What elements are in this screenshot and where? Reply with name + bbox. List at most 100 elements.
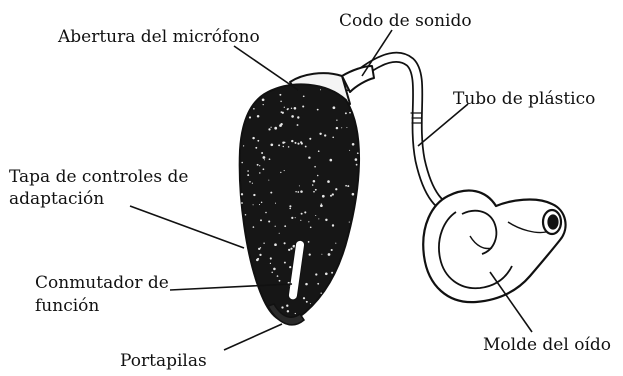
speckle-dot <box>341 127 343 129</box>
speckle-dot <box>327 253 331 256</box>
leader-lines <box>129 29 533 351</box>
ear-mold <box>422 189 567 304</box>
speckle-dot <box>355 163 358 166</box>
speckle-dot <box>317 282 320 285</box>
speckle-dot <box>314 188 317 191</box>
speckle-dot <box>280 171 282 174</box>
speckle-dot <box>318 218 320 220</box>
speckle-dot <box>316 174 319 177</box>
speckle-dot <box>253 193 256 197</box>
speckle-texture <box>240 89 359 315</box>
speckle-dot <box>289 205 292 208</box>
leader-function-switch <box>169 283 293 291</box>
speckle-dot <box>302 297 306 300</box>
leader-ear-mold <box>489 271 533 333</box>
speckle-dot <box>330 248 333 252</box>
speckle-dot <box>259 253 262 257</box>
label-microphone-opening: Abertura del micrófono <box>57 27 260 47</box>
speckle-dot <box>332 136 335 139</box>
speckle-dot <box>252 204 254 206</box>
speckle-dot <box>283 170 285 172</box>
speckle-dot <box>298 185 300 187</box>
speckle-dot <box>335 188 338 191</box>
label-battery-holder: Portapilas <box>120 351 207 371</box>
speckle-dot <box>297 142 300 145</box>
speckle-dot <box>252 226 255 228</box>
label-sound-elbow: Codo de sonido <box>339 11 472 31</box>
leader-battery-holder <box>223 323 283 351</box>
speckle-dot <box>308 221 310 223</box>
speckle-dot <box>348 221 350 223</box>
speckle-dot <box>336 119 338 121</box>
speckle-dot <box>279 124 282 127</box>
speckle-dot <box>304 211 307 214</box>
speckle-dot <box>268 158 271 161</box>
speckle-dot <box>279 93 282 96</box>
speckle-dot <box>268 128 271 131</box>
function-switch <box>287 239 306 301</box>
speckle-dot <box>244 213 247 216</box>
label-ear-mold: Molde del oído <box>483 335 611 355</box>
speckle-dot <box>271 271 273 274</box>
speckle-dot <box>257 257 260 260</box>
speckle-dot <box>295 190 297 193</box>
speckle-dot <box>331 224 335 227</box>
speckle-dot <box>261 152 264 154</box>
speckle-dot <box>331 193 334 196</box>
speckle-dot <box>312 180 316 183</box>
speckle-dot <box>304 145 307 148</box>
speckle-dot <box>297 191 300 193</box>
speckle-dot <box>321 194 325 198</box>
speckle-dot <box>286 304 289 307</box>
leader-sound-elbow <box>361 29 393 77</box>
speckle-dot <box>283 106 285 108</box>
speckle-dot <box>305 282 308 286</box>
speckle-dot <box>302 95 305 98</box>
speckle-dot <box>268 179 270 181</box>
speckle-dot <box>335 242 337 244</box>
speckle-dot <box>262 103 264 106</box>
speckle-dot <box>309 226 312 229</box>
speckle-dot <box>270 143 274 147</box>
battery-holder <box>266 303 305 326</box>
speckle-dot <box>351 192 355 196</box>
speckle-dot <box>290 107 293 109</box>
speckle-dot <box>297 116 300 119</box>
speckle-dot <box>257 139 260 142</box>
speckle-dot <box>259 172 261 174</box>
speckle-dot <box>286 310 290 313</box>
speckle-dot <box>327 180 330 183</box>
speckle-dot <box>260 201 263 204</box>
speckle-dot <box>315 214 317 217</box>
speckle-dot <box>241 202 243 204</box>
speckle-dot <box>294 312 296 315</box>
speckle-dot <box>289 266 292 269</box>
speckle-dot <box>278 144 281 147</box>
speckle-dot <box>320 292 322 294</box>
speckle-dot <box>300 190 303 193</box>
speckle-dot <box>281 306 284 309</box>
speckle-dot <box>324 272 328 276</box>
speckle-dot <box>324 134 327 137</box>
speckle-dot <box>263 159 265 161</box>
speckle-dot <box>296 124 299 126</box>
speckle-dot <box>325 218 328 222</box>
speckle-dot <box>293 107 297 110</box>
speckle-dot <box>242 145 245 147</box>
speckle-dot <box>308 253 311 256</box>
speckle-dot <box>278 279 281 282</box>
speckle-dot <box>258 204 261 206</box>
speckle-dot <box>309 137 312 140</box>
speckle-dot <box>270 191 273 194</box>
speckle-dot <box>351 143 355 146</box>
speckle-dot <box>286 108 289 111</box>
speckle-dot <box>347 185 350 188</box>
speckle-dot <box>284 225 287 228</box>
speckle-dot <box>273 267 276 271</box>
speckle-dot <box>290 247 293 250</box>
speckle-dot <box>313 190 315 193</box>
speckle-dot <box>332 106 336 110</box>
speckle-dot <box>247 174 250 177</box>
speckle-dot <box>311 184 314 186</box>
speckle-dot <box>281 111 284 114</box>
